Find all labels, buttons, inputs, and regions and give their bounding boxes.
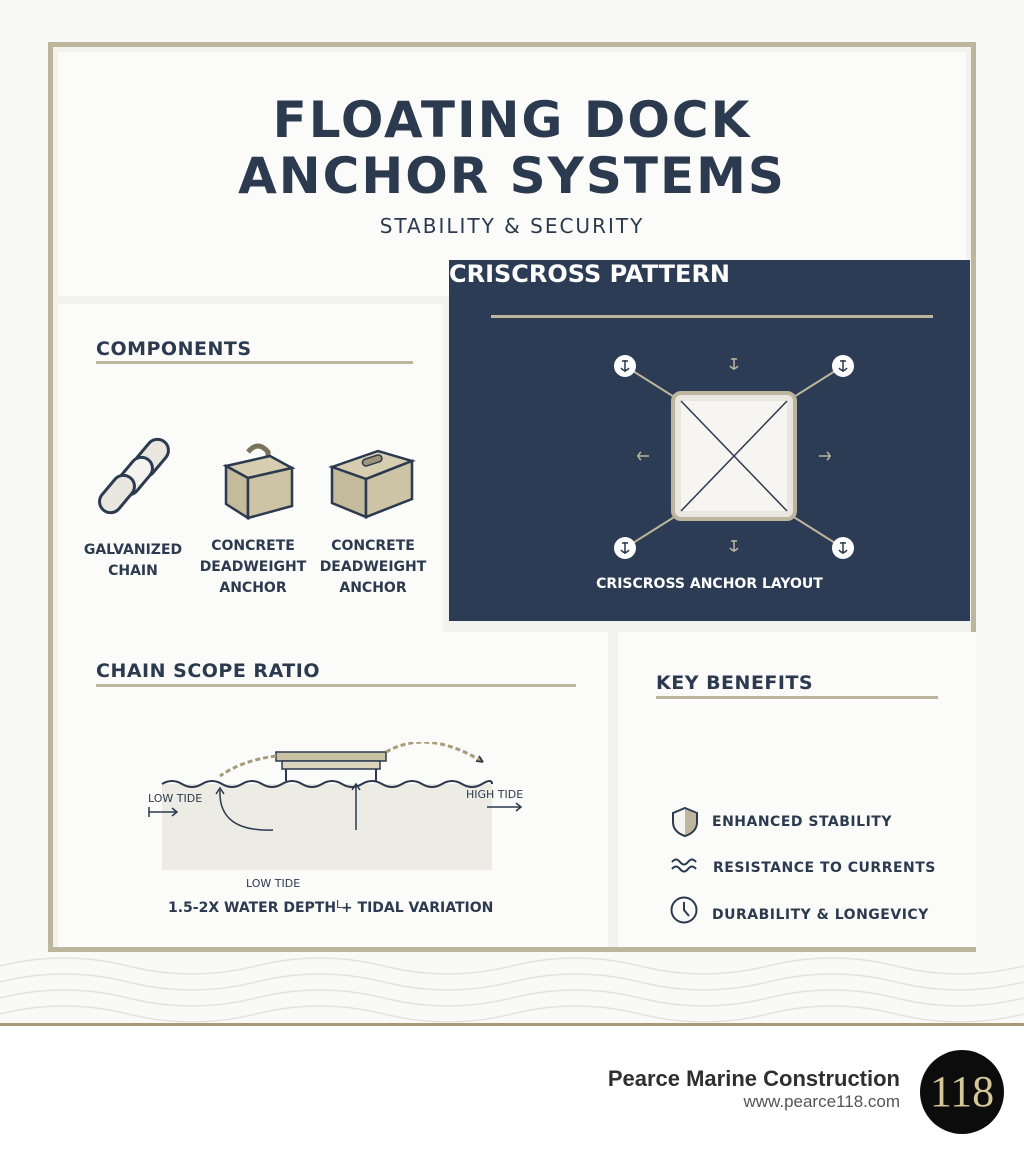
company-name: Pearce Marine Construction xyxy=(607,1066,900,1091)
low-tide-arrow-icon xyxy=(148,807,179,817)
poster-frame: FLOATING DOCK ANCHOR SYSTEMS STABILITY &… xyxy=(48,42,976,952)
poster-title: FLOATING DOCK ANCHOR SYSTEMS xyxy=(58,52,966,204)
criss-cross-panel: CRISCROSS PATTERN CRISCROSS AN xyxy=(449,260,970,621)
components-heading: COMPONENTS xyxy=(96,338,252,360)
title-line-2: ANCHOR SYSTEMS xyxy=(238,147,786,205)
low-tide-water-label: LOW TIDE xyxy=(246,877,301,890)
low-tide-label: LOW TIDE xyxy=(148,792,203,805)
criss-cross-caption: CRISCROSS ANCHOR LAYOUT xyxy=(596,576,823,592)
poster-header: FLOATING DOCK ANCHOR SYSTEMS STABILITY &… xyxy=(58,52,966,296)
key-benefits-panel: KEY BENEFITS ENHANCED STABILITY RESISTAN… xyxy=(618,632,976,947)
waves-icon xyxy=(671,858,697,873)
component-label-line: CONCRETE xyxy=(211,538,295,554)
chain-scope-diagram xyxy=(161,742,493,870)
chain-scope-rule xyxy=(96,684,576,687)
chain-scope-panel: CHAIN SCOPE RATIO LOW TIDE HIGH TIDE LOW… xyxy=(58,632,608,947)
components-rule xyxy=(96,361,413,364)
title-line-1: FLOATING DOCK xyxy=(272,91,752,149)
component-label-line: ANCHOR xyxy=(219,580,287,596)
footer: Pearce Marine Construction www.pearce118… xyxy=(0,1026,1024,1154)
component-label-line: ANCHOR xyxy=(339,580,407,596)
high-tide-label: HIGH TIDE xyxy=(466,788,524,801)
criss-cross-rule xyxy=(491,315,933,318)
company-logo: 118 xyxy=(920,1050,1004,1134)
company-url[interactable]: www.pearce118.com xyxy=(743,1092,900,1111)
footer-divider xyxy=(0,1023,1024,1026)
shield-icon xyxy=(672,806,698,838)
concrete-anchor-icon xyxy=(222,443,296,521)
component-label-line: CHAIN xyxy=(108,563,158,579)
clock-icon xyxy=(670,896,698,924)
chain-scope-heading: CHAIN SCOPE RATIO xyxy=(96,660,320,682)
components-panel: COMPONENTS GALVANIZED CHAIN CONCRETE DEA… xyxy=(58,304,443,664)
poster-subtitle: STABILITY & SECURITY xyxy=(379,214,645,238)
component-label-line: DEADWEIGHT xyxy=(199,559,307,575)
key-benefits-rule xyxy=(656,696,938,699)
key-benefits-heading: KEY BENEFITS xyxy=(656,672,814,694)
criss-cross-heading: CRISCROSS PATTERN xyxy=(449,260,731,288)
component-label-chain: GALVANIZED CHAIN xyxy=(73,540,193,582)
length-mark-label: L xyxy=(336,898,343,911)
component-label-line: CONCRETE xyxy=(331,538,415,554)
benefit-label: ENHANCED STABILITY xyxy=(712,814,892,830)
decorative-waves xyxy=(0,957,1024,1023)
chain-icon xyxy=(98,437,170,515)
high-tide-arrow-icon xyxy=(487,802,523,812)
component-label-concrete-1: CONCRETE DEADWEIGHT ANCHOR xyxy=(193,536,313,599)
benefit-label: RESISTANCE TO CURRENTS xyxy=(713,860,936,876)
component-label-line: GALVANIZED xyxy=(83,542,183,558)
component-label-concrete-2: CONCRETE DEADWEIGHT ANCHOR xyxy=(313,536,433,599)
component-label-line: DEADWEIGHT xyxy=(319,559,427,575)
concrete-anchor-icon xyxy=(328,449,416,519)
criss-cross-diagram xyxy=(614,355,854,559)
chain-scope-caption: 1.5-2X WATER DEPTH + TIDAL VARIATION xyxy=(168,900,494,916)
benefit-label: DURABILITY & LONGEVICY xyxy=(712,907,929,923)
